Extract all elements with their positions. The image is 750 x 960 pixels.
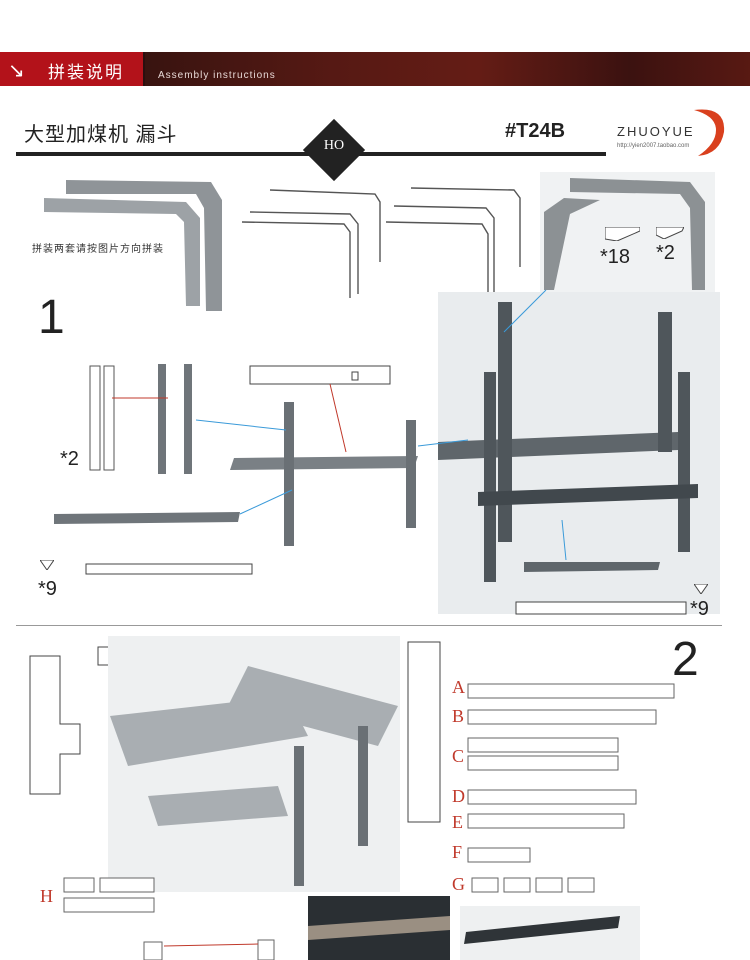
part-triangle-icon-b	[694, 584, 708, 594]
banner-texture	[145, 52, 750, 86]
assembly-render-step1	[438, 292, 720, 614]
part-strip-outline	[85, 563, 253, 575]
photo-platform-top	[460, 906, 640, 960]
assembly-note: 拼装两套请按图片方向拼装	[32, 244, 164, 255]
part-column-outline	[89, 365, 115, 471]
part-columns-render	[158, 364, 192, 474]
qty-brackets: *18	[600, 246, 631, 268]
letter-d: D	[452, 786, 465, 806]
railing-parts-list	[452, 680, 682, 905]
railing-grid-drawing	[467, 683, 675, 893]
part-rail-render-b	[524, 562, 660, 572]
qty-rail-brackets: *9	[38, 578, 57, 600]
letter-h: H	[40, 886, 53, 906]
banner-subtitle: Assembly instructions	[158, 70, 276, 81]
part-triangle-icon	[40, 560, 54, 570]
part-sprue-a	[241, 189, 381, 298]
part-ladders	[143, 939, 275, 960]
banner-title: 拼装说明	[48, 63, 124, 82]
letter-g: G	[452, 874, 465, 894]
part-bracket-icon	[605, 227, 640, 241]
part-strip-outline-b	[515, 601, 687, 615]
scale-badge-text: HO	[323, 138, 345, 153]
letter-e: E	[452, 812, 463, 832]
letter-c: C	[452, 746, 465, 766]
section-banner: ↘ 拼装说明 Assembly instructions	[0, 52, 750, 86]
photo-platform-detail	[308, 896, 450, 960]
letter-a: A	[452, 677, 465, 697]
assembly-render-step2	[108, 636, 400, 892]
qty-columns: *2	[60, 448, 79, 470]
letter-b: B	[452, 706, 465, 726]
step-number-1: 1	[38, 291, 65, 344]
product-title: 大型加煤机 漏斗	[24, 124, 178, 146]
part-sprue-b	[386, 187, 521, 294]
part-crossbeam-render	[230, 402, 418, 546]
part-small-bracket-icon	[656, 227, 684, 239]
part-frame-photo	[36, 178, 226, 313]
brand-logo-icon	[694, 109, 725, 156]
railing-letters: A	[452, 678, 465, 696]
qty-rail-brackets-b: *9	[690, 598, 709, 620]
part-plate-outline	[249, 365, 391, 385]
section-divider	[16, 625, 722, 626]
brand-name: ZHUOYUE	[617, 124, 695, 139]
part-h-railings	[63, 877, 155, 913]
product-code: #T24B	[505, 120, 566, 142]
banner-red-block: ↘ 拼装说明	[0, 52, 143, 86]
step-number-2: 2	[672, 633, 699, 686]
part-plate-outline-2	[29, 655, 81, 795]
qty-small-brackets: *2	[656, 242, 675, 264]
part-rail-render	[54, 512, 240, 524]
arrow-down-right-icon: ↘	[8, 58, 25, 82]
letter-f: F	[452, 842, 463, 862]
part-long-plate	[407, 641, 441, 823]
brand-url: http://yien2007.taobao.com	[617, 143, 690, 149]
